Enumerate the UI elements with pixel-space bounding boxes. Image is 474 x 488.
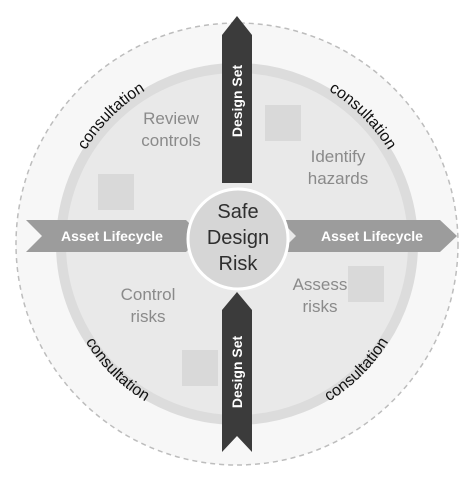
center-label-line-1: Safe (217, 201, 258, 223)
quadrant-assess-line-2: risks (303, 297, 338, 316)
center-disc (186, 187, 290, 291)
center-label-line-2: Design (207, 227, 269, 249)
design-set-band-top (222, 16, 252, 183)
quadrant-review-line-1: Review (143, 109, 199, 128)
decorative-square-left (98, 174, 134, 210)
asset-lifecycle-label-left: Asset Lifecycle (61, 228, 163, 244)
design-set-band-bottom (222, 292, 252, 452)
decorative-square-right (348, 266, 384, 302)
quadrant-identify-line-2: hazards (308, 169, 368, 188)
asset-lifecycle-label-right: Asset Lifecycle (321, 228, 423, 244)
quadrant-assess-line-1: Assess (293, 275, 348, 294)
asset-lifecycle-band-left (26, 220, 202, 252)
design-set-label-bottom: Design Set (229, 335, 245, 408)
quadrant-identify-line-1: Identify (311, 147, 366, 166)
decorative-square-bottom-left (182, 350, 218, 386)
center-label-line-3: Risk (219, 253, 259, 275)
decorative-square-top-right (265, 105, 301, 141)
design-set-label-top: Design Set (229, 64, 245, 137)
quadrant-control-line-1: Control (121, 285, 176, 304)
quadrant-control-line-2: risks (131, 307, 166, 326)
quadrant-review-line-2: controls (141, 131, 201, 150)
asset-lifecycle-band-right (280, 220, 457, 252)
